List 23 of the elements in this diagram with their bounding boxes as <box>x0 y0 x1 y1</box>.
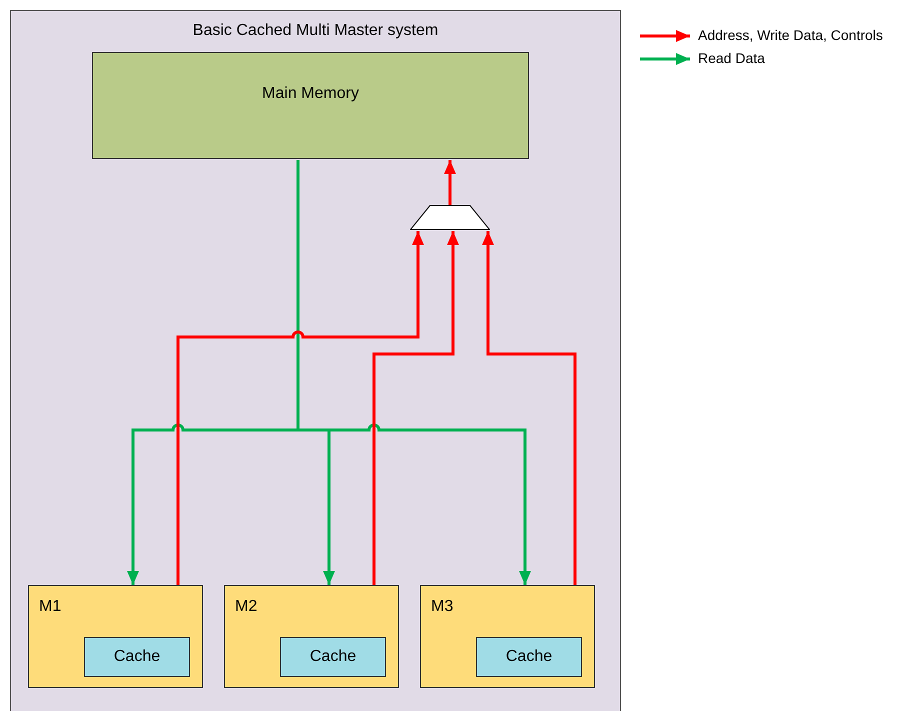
node-label: M2 <box>235 598 258 616</box>
master-box <box>224 585 399 688</box>
master-box <box>420 585 595 688</box>
node-label: Main Memory <box>261 85 360 103</box>
node-label: Cache <box>504 648 554 666</box>
legend-label: Read Data <box>698 50 765 66</box>
node-label: Basic Cached Multi Master system <box>192 22 440 40</box>
node-label: Cache <box>308 648 358 666</box>
multiplexer-shape <box>410 205 490 230</box>
cache-box <box>84 637 190 677</box>
arrow <box>482 231 576 585</box>
master-box <box>28 585 203 688</box>
system-panel <box>10 10 621 711</box>
memory-box <box>92 52 529 159</box>
legend-label: Address, Write Data, Controls <box>698 27 883 43</box>
arrow <box>444 160 456 205</box>
node-label: Cache <box>112 648 162 666</box>
arrow <box>176 231 424 585</box>
node-label: M1 <box>39 598 62 616</box>
node-label: M3 <box>431 598 454 616</box>
cache-box <box>280 637 386 677</box>
cache-box <box>476 637 582 677</box>
arrow <box>372 231 459 585</box>
